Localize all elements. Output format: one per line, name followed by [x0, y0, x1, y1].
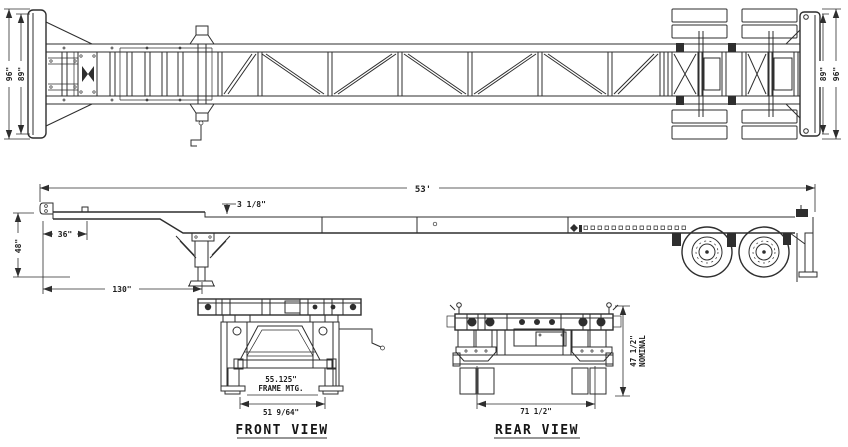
tires-rear	[455, 329, 613, 395]
front-view: 55.125" FRAME MTG. 51 9/64" FRONT VIEW	[197, 298, 385, 439]
rear-bolster	[785, 11, 821, 137]
dim-neck-drop: 3 1/8"	[237, 200, 266, 209]
dim-frame-mtg-value: 55.125"	[265, 375, 297, 384]
chassis-profile	[39, 202, 795, 234]
rear-view-dimensions: 71 1/2" 47 1/2" NOMINAL REAR VIEW	[476, 305, 647, 439]
dim-frame-mtg-caption: FRAME MTG.	[258, 384, 303, 393]
suspension-plan	[667, 31, 799, 117]
rear-bolster-beam	[446, 302, 622, 331]
dim-top-left-inner: 89"	[17, 67, 26, 81]
rear-view: 71 1/2" 47 1/2" NOMINAL REAR VIEW	[446, 302, 647, 439]
crossmembers	[61, 46, 184, 102]
rear-view-label: REAR VIEW	[495, 423, 579, 438]
dim-landing-gear-position: 130"	[112, 285, 131, 294]
tires-plan	[671, 8, 798, 140]
dim-top-right-inner: 89"	[819, 67, 828, 81]
landing-gear-side	[175, 232, 231, 287]
top-view: 96" 89" 89" 96"	[3, 8, 841, 147]
dim-front-height: 48"	[14, 239, 23, 253]
rear-frame	[452, 328, 614, 367]
top-view-dimensions: 96" 89" 89" 96"	[3, 8, 841, 140]
dim-kingpin-setback: 36"	[58, 230, 72, 239]
rear-bumper-side	[789, 205, 818, 282]
dim-tire-track: 71 1/2"	[520, 407, 552, 416]
side-view: 53'	[12, 182, 818, 294]
crank-handle-front	[339, 328, 385, 351]
frame-rails	[46, 43, 800, 105]
dim-rear-height-value: 47 1/2"	[629, 335, 638, 367]
front-view-label: FRONT VIEW	[235, 423, 328, 438]
landing-gear-front	[220, 314, 385, 395]
front-view-dimensions: 55.125" FRAME MTG. 51 9/64" FRONT VIEW	[235, 375, 328, 439]
side-view-dimensions: 36" 3 1/8" 48" 130"	[12, 200, 266, 294]
kingpin	[77, 51, 98, 97]
overall-length-dimension: 53'	[39, 182, 816, 212]
wheels-side	[672, 226, 791, 278]
landing-gear-mount	[189, 25, 215, 147]
crank-handle-plan	[190, 120, 204, 147]
front-bolster	[27, 9, 93, 139]
dim-outer-width: 51 9/64"	[263, 408, 299, 417]
front-bumper-beam	[197, 298, 362, 316]
dim-overall-length: 53'	[415, 185, 431, 195]
dim-rear-height-caption: NOMINAL	[638, 335, 647, 367]
dim-top-left-outer: 96"	[5, 67, 14, 81]
truss	[217, 52, 665, 96]
dim-top-right-outer: 96"	[832, 67, 841, 81]
slider-holes	[579, 225, 686, 232]
tail-lights	[467, 317, 606, 327]
